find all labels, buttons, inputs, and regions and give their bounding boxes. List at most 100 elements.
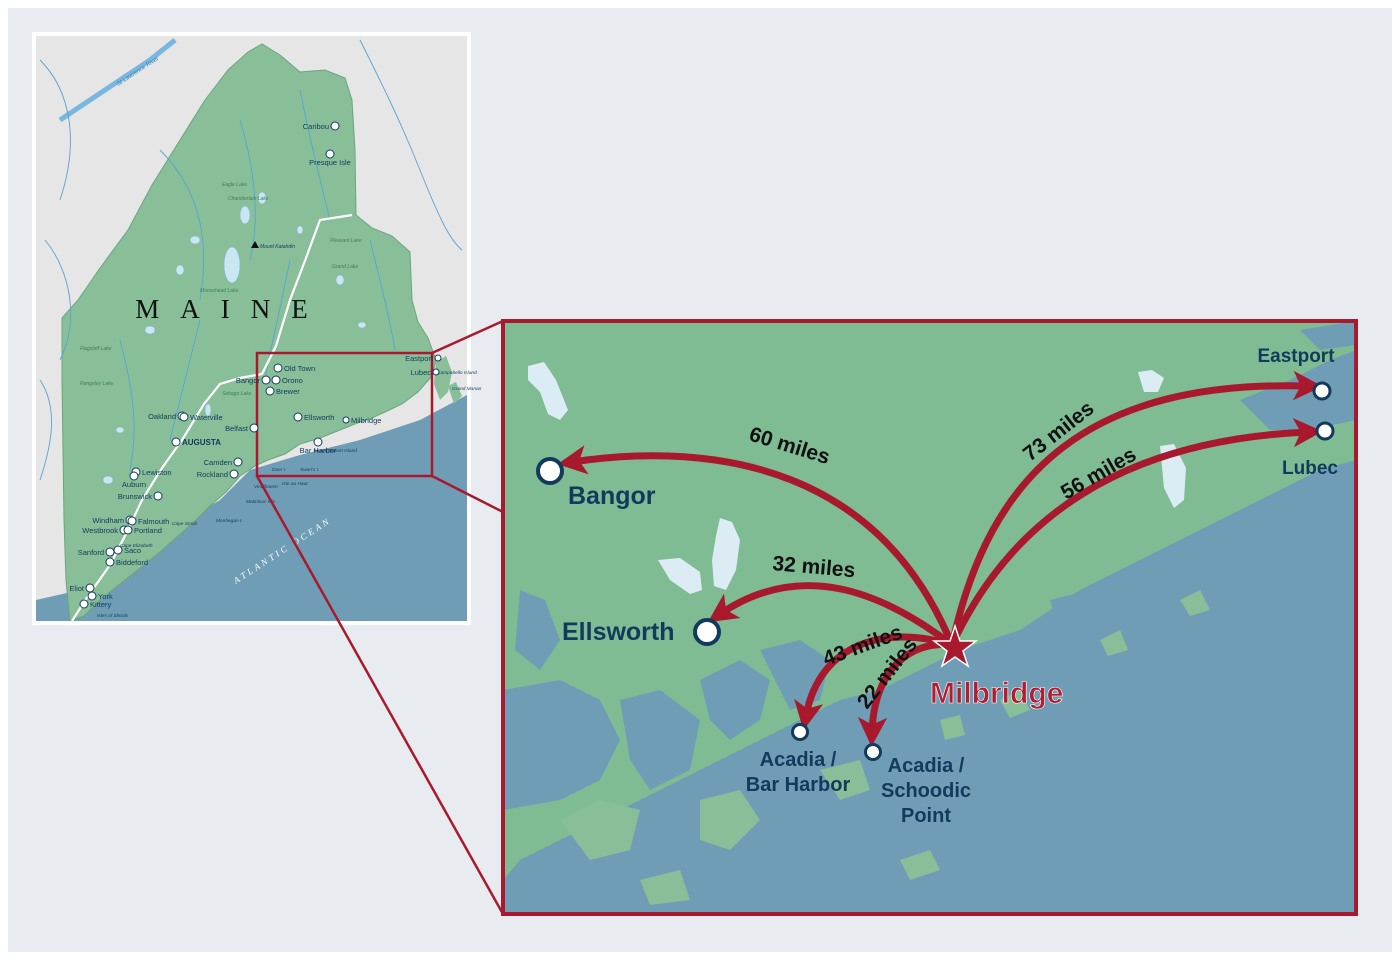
connector-line-right <box>431 474 504 514</box>
city-marker <box>313 437 323 447</box>
st-lawrence-river <box>58 38 177 123</box>
route-arrow-ellsworth <box>707 582 956 649</box>
overview-island-labels: Mount Desert Island Isle au Haut Swan's … <box>97 370 482 619</box>
city-label: Eliot <box>69 584 85 593</box>
city-label: Bar Harbor <box>300 446 337 455</box>
island-label: Isles of Shoals <box>97 613 129 619</box>
milbridge-star-icon <box>931 623 979 668</box>
milbridge-label: Milbridge <box>930 677 1063 710</box>
mountain-label: Mount Katahdin <box>260 244 295 250</box>
detail-map: 60 miles 32 miles 43 miles 22 miles 73 m… <box>501 319 1358 916</box>
city-label: Westbrook <box>82 526 118 535</box>
city-marker <box>265 386 275 396</box>
overview-lake-labels: Chamberlain Lake Eagle Lake Moosehead La… <box>80 182 362 397</box>
city-marker <box>330 121 340 131</box>
city-marker <box>105 557 115 567</box>
city-label: Windham <box>92 516 124 525</box>
island-label: Campobello Island <box>437 370 477 376</box>
city-label: Orono <box>282 376 303 385</box>
lubec-marker <box>1315 421 1335 441</box>
city-label: Biddeford <box>116 558 148 567</box>
route-arrow-lubec <box>948 417 1323 649</box>
city-label: Caribou <box>303 122 329 131</box>
city-label: Belfast <box>225 424 249 433</box>
state-label: MAINE <box>135 294 329 324</box>
city-label: York <box>98 592 113 601</box>
island-label: Matinicus Isle <box>246 499 275 505</box>
city-marker <box>432 368 440 376</box>
city-label: Old Town <box>284 364 315 373</box>
route-arrow-bar-harbor <box>794 633 956 731</box>
bar-harbor-label-line2: Bar Harbor <box>746 774 851 796</box>
city-label: Waterville <box>190 413 223 422</box>
city-label: Brunswick <box>118 492 152 501</box>
lake-label: Chamberlain Lake <box>228 196 269 202</box>
mountain-icon <box>251 241 259 248</box>
eastport-label: Eastport <box>1257 346 1335 367</box>
city-label: Lubec <box>411 368 432 377</box>
detail-map-frame <box>501 319 1358 916</box>
detail-lakes <box>528 362 1186 594</box>
city-label: Lewiston <box>142 468 172 477</box>
destination-labels: Bangor Ellsworth Acadia / Bar Harbor Aca… <box>562 346 1338 827</box>
cape-label: Cape Small <box>172 521 198 527</box>
island-label: Deer I. <box>272 467 286 473</box>
overview-map: MAINE ATLANTIC OCEAN St Lawrence River M… <box>32 32 482 625</box>
lubec-label: Lubec <box>1282 458 1338 479</box>
lake-label: Sebago Lake <box>222 391 252 397</box>
campobello-island <box>434 356 452 400</box>
city-marker <box>129 471 139 481</box>
island-label: Monhegan I. <box>216 518 243 524</box>
ellsworth-marker <box>693 618 721 646</box>
route-arrow-eastport <box>948 370 1323 649</box>
island-label: Isle au Haut <box>282 481 308 487</box>
island-label: Grand Manan <box>452 386 482 392</box>
bangor-marker <box>536 457 564 485</box>
city-marker <box>293 412 303 422</box>
city-marker <box>171 437 181 447</box>
schoodic-label-line1: Acadia / <box>888 755 965 777</box>
eastport-marker <box>1312 381 1332 401</box>
lake-label: Moosehead Lake <box>200 288 239 294</box>
city-label: Milbridge <box>351 416 381 425</box>
city-marker <box>105 547 115 557</box>
city-label: Camden <box>204 458 232 467</box>
route-arrow-bangor <box>557 445 956 649</box>
connector-line-bottom <box>255 475 505 915</box>
city-marker <box>229 469 239 479</box>
city-label: Portland <box>134 526 162 535</box>
overview-rivers <box>39 39 463 481</box>
cape-label: Cape Elizabeth <box>120 543 153 549</box>
city-marker <box>434 354 442 362</box>
city-label: Oakland <box>148 412 176 421</box>
lake-label: Eagle Lake <box>222 182 247 188</box>
city-label: Brewer <box>276 387 300 396</box>
city-marker <box>261 375 271 385</box>
island-label: Mount Desert Island <box>314 448 357 454</box>
lake-label: Grand Lake <box>332 264 358 270</box>
city-marker <box>127 516 137 526</box>
connector-line-top <box>431 319 504 355</box>
schoodic-label-line2: Schoodic <box>881 780 971 802</box>
ellsworth-label: Ellsworth <box>562 618 675 646</box>
lake-label: Flagstaff Lake <box>80 346 112 352</box>
city-marker <box>325 149 335 159</box>
bar-harbor-label-line1: Acadia / <box>760 749 837 771</box>
lake-label: Pleasant Lake <box>330 238 362 244</box>
city-marker <box>273 363 283 373</box>
island-label: Vinalhaven <box>254 484 278 490</box>
schoodic-label-line3: Point <box>901 805 951 827</box>
city-marker <box>179 412 189 422</box>
city-marker <box>79 599 89 609</box>
city-marker <box>271 375 281 385</box>
city-label: Bangor <box>236 376 261 385</box>
city-marker <box>233 457 243 467</box>
city-label: Falmouth <box>138 517 169 526</box>
destination-markers <box>536 381 1335 761</box>
city-marker <box>87 591 97 601</box>
grand-manan-island <box>448 382 462 404</box>
city-label: Rockland <box>197 470 228 479</box>
city-label: Ellsworth <box>304 413 334 422</box>
